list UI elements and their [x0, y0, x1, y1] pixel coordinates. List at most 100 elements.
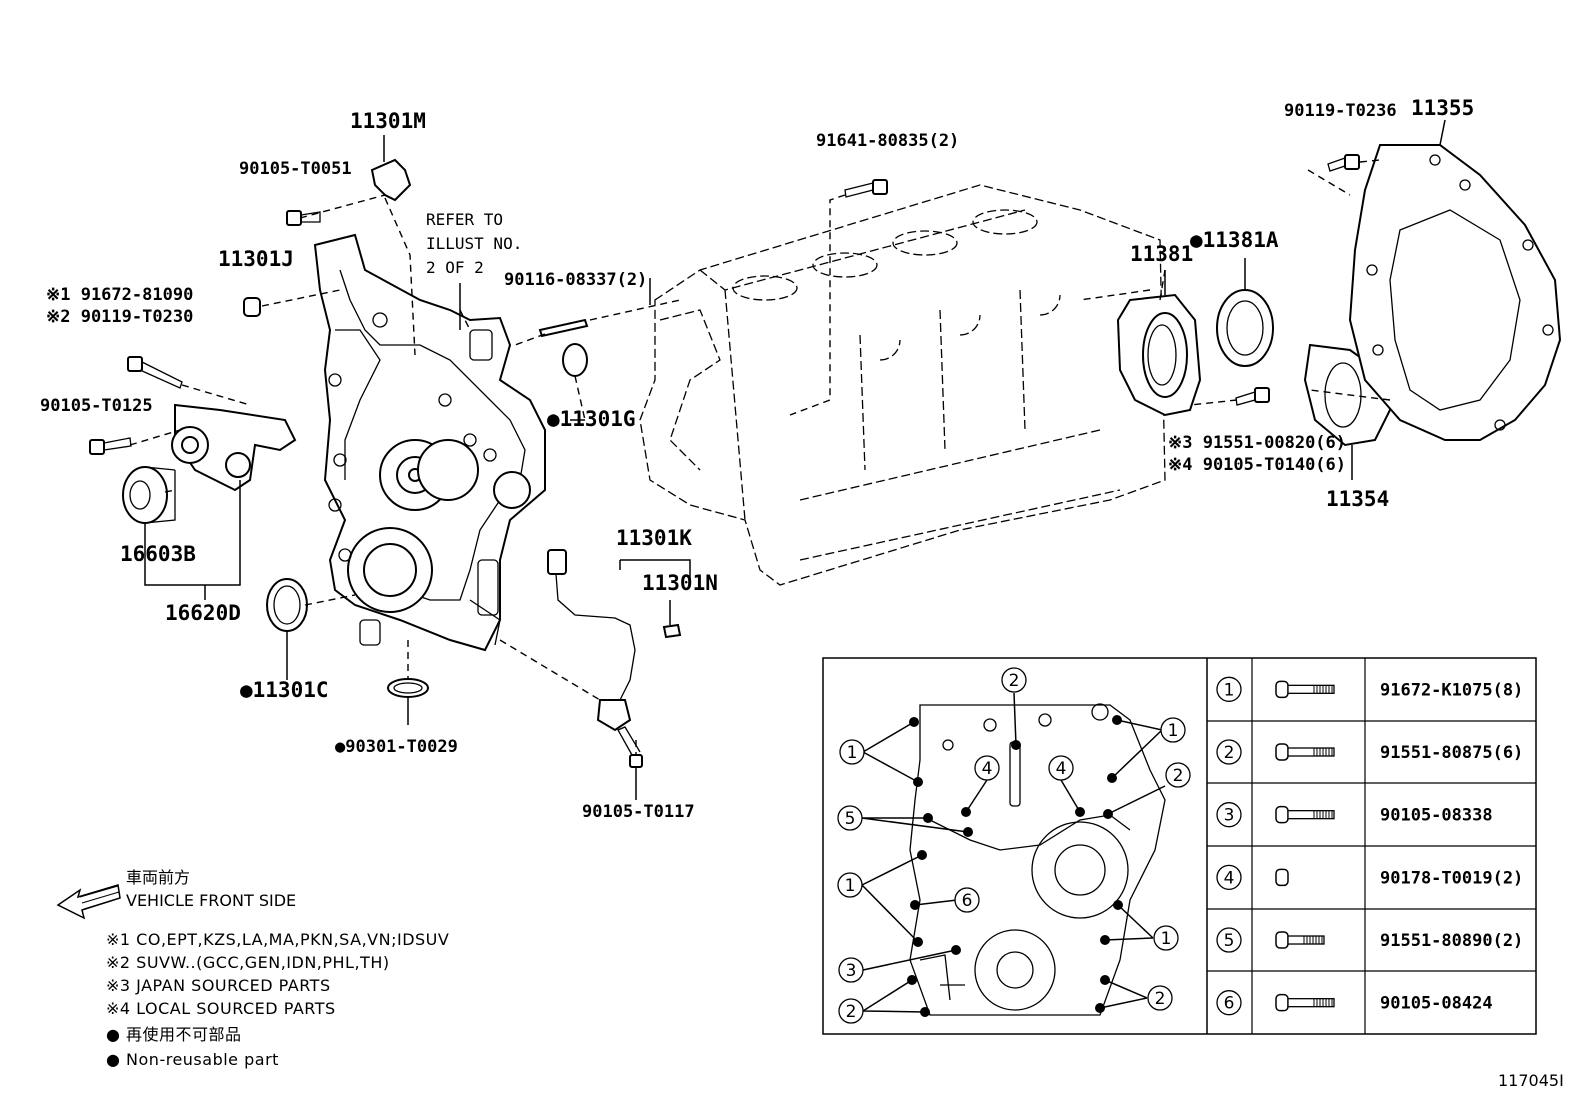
callout-1-c: 1 [837, 872, 863, 898]
label-note2-90119-T0230: ※2 90119-T0230 [46, 307, 193, 327]
svg-text:4: 4 [1056, 759, 1067, 779]
label-90105-T0051: 90105-T0051 [239, 159, 352, 179]
row-number-circle [1216, 864, 1242, 890]
legend-non-reusable-en: ● Non-reusable part [106, 1050, 279, 1069]
svg-text:6: 6 [962, 891, 973, 911]
v-ribbed-belt-tensioner [122, 403, 297, 524]
svg-text:2: 2 [1173, 766, 1184, 786]
row-part-number: 90105-08424 [1380, 994, 1493, 1014]
bolt-91551-00820-icon [1235, 387, 1270, 406]
vehicle-front-jp: 車両前方 [126, 868, 190, 887]
svg-text:1: 1 [845, 876, 856, 896]
oil-seal-11301C [266, 578, 308, 632]
label-11301C: ●11301C [240, 678, 329, 702]
callout-2-c: 2 [838, 998, 864, 1024]
svg-text:5: 5 [845, 809, 856, 829]
vehicle-front-arrow-icon [56, 884, 121, 920]
label-90105-T0125: 90105-T0125 [40, 396, 153, 416]
label-11301M: 11301M [350, 109, 426, 133]
callout-2-a: 2 [1001, 667, 1027, 693]
o-ring-11301G [562, 343, 588, 377]
label-note4-90105-T0140: ※4 90105-T0140(6) [1168, 455, 1346, 475]
svg-text:1: 1 [847, 743, 858, 763]
row-part-number: 91551-80875(6) [1380, 743, 1523, 763]
timing-chain-cover [313, 233, 546, 652]
bolt-90119-T0236-icon [1327, 154, 1360, 172]
camshaft-position-sensor [370, 158, 412, 202]
cylinder-block-outline [639, 184, 1166, 586]
crankshaft-position-sensor [547, 549, 636, 732]
svg-text:3: 3 [846, 961, 857, 981]
row-number: 2 [1224, 743, 1235, 763]
label-11301N: 11301N [642, 571, 718, 595]
row-number-circle [1216, 927, 1242, 953]
label-note3-91551-00820: ※3 91551-00820(6) [1168, 433, 1346, 453]
refer-line-1: REFER TO [426, 210, 503, 229]
row-number: 5 [1224, 931, 1235, 951]
bolt-table-row: 4 90178-T0019(2) [1216, 864, 1523, 890]
row-number: 3 [1224, 806, 1235, 826]
bolt-long-icon [1275, 805, 1335, 824]
callout-leaders [861, 692, 1166, 1013]
row-number: 1 [1224, 680, 1235, 700]
row-number-circle [1216, 739, 1242, 765]
bolt-91672-81090-icon [127, 356, 183, 389]
callout-3: 3 [838, 957, 864, 983]
bolt-table-row: 6 90105-08424 [1216, 990, 1493, 1016]
label-11301K: 11301K [616, 526, 692, 550]
callout-1-a: 1 [839, 739, 865, 765]
oil-seal-retainer-11381 [1116, 293, 1202, 417]
legend-note-2: ※2 SUVW..(GCC,GEN,IDN,PHL,TH) [106, 953, 390, 972]
bolt-long-icon [1275, 743, 1335, 761]
callout-6: 6 [954, 887, 980, 913]
row-number-circle [1216, 802, 1242, 828]
callout-1-b: 1 [1160, 717, 1186, 743]
bolt-location-dots [907, 715, 1123, 1017]
bolt-short-icon [1275, 931, 1325, 949]
bolt-table-row: 1 91672-K1075(8) [1216, 676, 1523, 702]
nut-icon [1275, 868, 1289, 887]
callout-1-d: 1 [1153, 925, 1179, 951]
nut-11301J-icon [243, 297, 261, 317]
label-11355: 11355 [1411, 96, 1474, 120]
legend-non-reusable-jp: ● 再使用不可部品 [106, 1025, 242, 1044]
row-number: 6 [1224, 994, 1235, 1014]
row-number: 4 [1224, 868, 1235, 888]
end-plate-11355 [1348, 144, 1562, 441]
svg-text:2: 2 [1009, 671, 1020, 691]
refer-line-2: ILLUST NO. [426, 234, 522, 253]
label-note1-91672-81090: ※1 91672-81090 [46, 285, 193, 305]
label-11354: 11354 [1326, 487, 1389, 511]
bolt-table-row: 2 91551-80875(6) [1216, 739, 1523, 765]
legend-note-4: ※4 LOCAL SOURCED PARTS [106, 999, 336, 1018]
row-number-circle [1216, 990, 1242, 1016]
label-16620D: 16620D [165, 601, 241, 625]
svg-text:2: 2 [1155, 989, 1166, 1009]
callout-5: 5 [837, 805, 863, 831]
label-90119-T0236: 90119-T0236 [1284, 101, 1397, 121]
refer-line-3: 2 OF 2 [426, 258, 484, 277]
label-90116-08337: 90116-08337(2) [504, 270, 647, 290]
label-90301-T0029: ●90301-T0029 [335, 737, 458, 757]
row-number-circle [1216, 676, 1242, 702]
label-91641-80835: 91641-80835(2) [816, 131, 959, 151]
label-11381A: ●11381A [1190, 228, 1279, 252]
row-part-number: 91672-K1075(8) [1380, 680, 1523, 700]
vehicle-front-en: VEHICLE FRONT SIDE [126, 891, 296, 910]
svg-text:4: 4 [982, 759, 993, 779]
callout-4-b: 4 [1048, 755, 1074, 781]
callout-circles: 1 1 2 4 4 2 5 1 1 6 3 2 2 [837, 667, 1191, 1024]
bolt-long-icon [1275, 993, 1335, 1012]
legend-note-3: ※3 JAPAN SOURCED PARTS [106, 976, 331, 995]
callout-2-b: 2 [1165, 762, 1191, 788]
bolt-91641-80835-icon [844, 179, 888, 198]
bolt-90105-T0051-icon [286, 210, 321, 226]
row-part-number: 90178-T0019(2) [1380, 868, 1523, 888]
bolt-long-icon [1275, 680, 1335, 699]
bolt-90105-T0117-icon [617, 726, 643, 768]
label-11301J: 11301J [218, 247, 294, 271]
